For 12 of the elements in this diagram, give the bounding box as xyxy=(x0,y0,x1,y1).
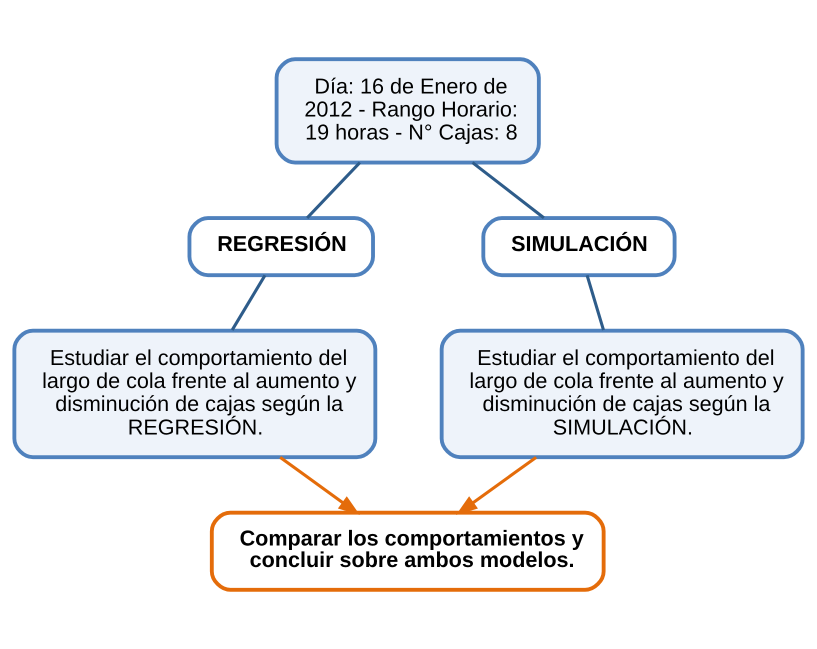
connector xyxy=(306,161,362,219)
arrow xyxy=(456,456,538,515)
node-box: SIMULACIÓN xyxy=(481,216,677,278)
node-box: Estudiar el comportamiento del largo de cola frente al aumento y disminución de cajas según la REGRESIÓN. xyxy=(12,328,378,460)
node-box: Estudiar el comportamiento del largo de cola frente al aumento y disminución de cajas según la SIMULACIÓN. xyxy=(440,328,805,460)
node-box: Comparar los comportamientos y concluir sobre ambos modelos. xyxy=(210,510,606,592)
node-box: Día: 16 de Enero de 2012 - Rango Horario: 19 horas - N° Cajas: 8 xyxy=(274,57,541,164)
connector xyxy=(472,161,545,220)
connector xyxy=(230,274,266,331)
arrow xyxy=(279,456,360,516)
connector xyxy=(586,274,605,331)
node-box: REGRESIÓN xyxy=(188,216,375,278)
